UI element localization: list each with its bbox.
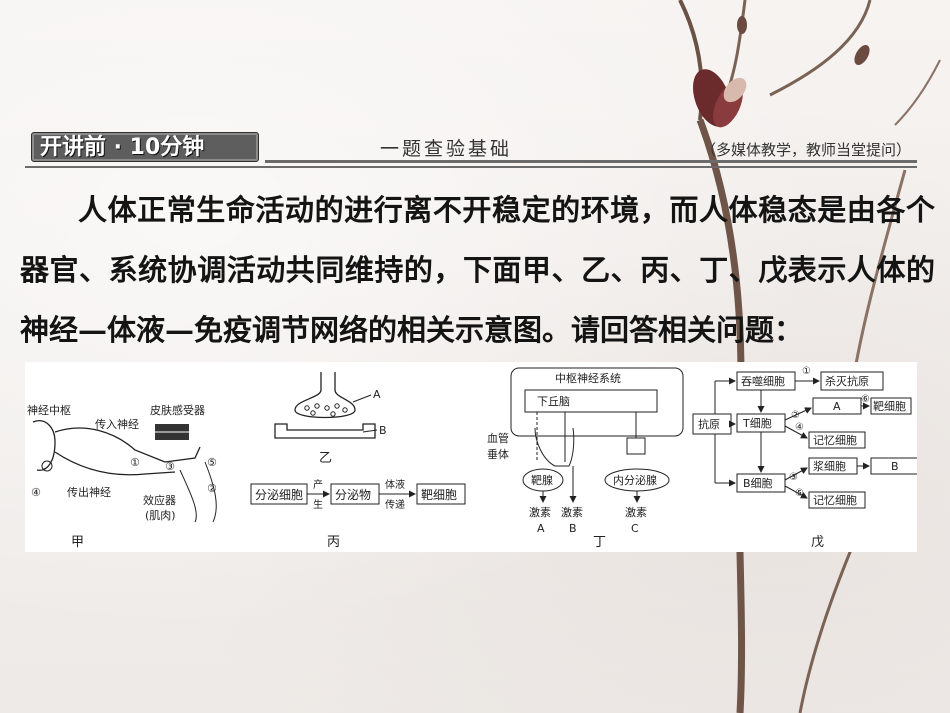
wu-plasma: 浆细胞 (813, 459, 846, 473)
wu-target-cell: 靶细胞 (873, 400, 906, 413)
regulation-figure: 神经中枢 传入神经 皮肤感受器 ① ③ ⑤ ② ④ 传出神经 效应器 (肌肉) … (25, 362, 920, 552)
figure-diagrams: 神经中枢 传入神经 皮肤感受器 ① ③ ⑤ ② ④ 传出神经 效应器 (肌肉) … (27, 366, 920, 550)
yi-caption: 乙 (319, 451, 332, 466)
wu-a: A (833, 400, 841, 413)
ding-hormone-c-2: C (631, 522, 639, 535)
wu-n3: ③ (789, 472, 798, 483)
ding-hormone-a-2: A (537, 522, 545, 535)
yi-label-a: A (373, 388, 381, 401)
jia-effector-note: (肌肉) (145, 509, 176, 522)
banner-divider (265, 160, 917, 163)
bing-box1: 分泌细胞 (255, 488, 303, 502)
wu-n4: ④ (795, 422, 804, 433)
jia-n2: ② (207, 482, 217, 495)
wu-tcell: T细胞 (742, 417, 772, 430)
ding-hormone-b-1: 激素 (561, 505, 583, 519)
banner-title: 一题查验基础 (380, 138, 513, 160)
wu-antigen: 抗原 (698, 417, 720, 431)
bing-box2: 分泌物 (335, 488, 371, 502)
jia-n5: ⑤ (207, 456, 217, 469)
diagram-yi: A B 乙 (274, 372, 387, 466)
jia-caption: 甲 (71, 535, 84, 550)
jia-effector-label: 效应器 (143, 493, 176, 507)
jia-afferent-label: 传入神经 (95, 417, 139, 431)
bing-arrow2-top: 体液 (385, 478, 405, 491)
bing-caption: 丙 (327, 535, 340, 550)
banner-note: （多媒体教学，教师当堂提问） (700, 141, 911, 159)
wu-caption: 戊 (811, 535, 824, 550)
ding-cns-label: 中枢神经系统 (555, 371, 621, 385)
jia-efferent-label: 传出神经 (67, 485, 111, 499)
diagram-jia: 神经中枢 传入神经 皮肤感受器 ① ③ ⑤ ② ④ 传出神经 效应器 (肌肉) … (27, 403, 217, 550)
jia-n4: ④ (31, 486, 41, 499)
ding-endocrine-label: 内分泌腺 (613, 473, 657, 487)
jia-n3: ③ (165, 460, 175, 473)
ding-vessel-label: 血管 (487, 431, 509, 445)
ding-hormone-c-1: 激素 (625, 505, 647, 519)
jia-receptor-label: 皮肤感受器 (150, 403, 205, 417)
ding-hormone-b-2: B (569, 522, 577, 535)
bing-box3: 靶细胞 (421, 488, 457, 502)
banner-tag: 开讲前 · 10分钟 (31, 132, 259, 162)
ding-pituitary-label: 垂体 (487, 447, 509, 461)
wu-n6: ⑥ (861, 394, 870, 405)
section-banner: 开讲前 · 10分钟 一题查验基础 （多媒体教学，教师当堂提问） (25, 126, 917, 170)
wu-phagocyte: 吞噬细胞 (741, 374, 785, 388)
diagram-wu: 抗原 吞噬细胞 杀灭抗原 ① T细胞 A 靶细胞 记忆细胞 ② ④ ⑥ B细胞 … (692, 366, 920, 550)
question-paragraph: 人体正常生命活动的进行离不开稳定的环境，而人体稳态是由各个器官、系统协调活动共同… (20, 193, 935, 347)
ding-caption: 丁 (593, 535, 606, 550)
diagram-ding: 中枢神经系统 下丘脑 血管 垂体 靶腺 内分泌腺 激素 A 激素 B 激素 C … (487, 367, 684, 550)
wu-kill: 杀灭抗原 (825, 374, 869, 388)
banner-divider-lower (25, 166, 917, 168)
jia-center-label: 神经中枢 (27, 403, 71, 417)
ding-target-gland-label: 靶腺 (531, 473, 553, 487)
diagram-bing: 分泌细胞 产 生 分泌物 体液 传递 靶细胞 丙 (250, 478, 466, 550)
jia-n1: ① (130, 456, 140, 469)
wu-b: B (891, 460, 899, 473)
bing-arrow2-bottom: 传递 (385, 498, 405, 511)
yi-label-b: B (379, 424, 387, 437)
wu-bcell: B细胞 (743, 477, 773, 490)
bing-arrow1-bottom: 生 (313, 498, 323, 511)
ding-hormone-a-1: 激素 (529, 505, 551, 519)
bing-arrow1-top: 产 (313, 478, 323, 491)
wu-memory1: 记忆细胞 (813, 434, 857, 447)
wu-n1: ① (802, 366, 811, 377)
ding-hypothalamus-label: 下丘脑 (537, 395, 570, 408)
wu-memory2: 记忆细胞 (813, 494, 857, 507)
